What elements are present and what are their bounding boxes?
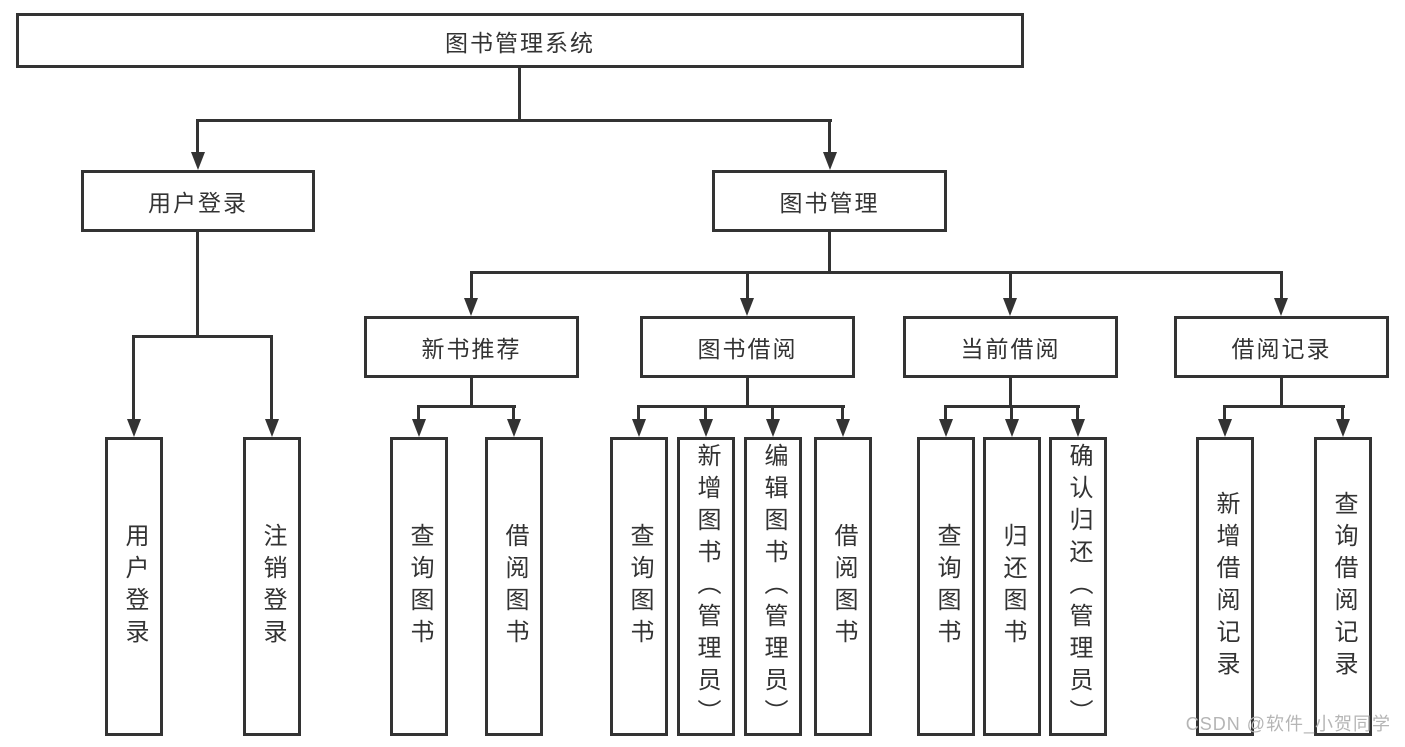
leaf-label: 借阅图书 [830,522,857,651]
leaf-query-books: 查询图书 [610,437,668,736]
connector-line [470,271,473,301]
node-label: 图书管理 [779,190,880,216]
leaf-edit-books-admin: 编辑图书（管理员） [744,437,802,736]
node-label: 图书管理系统 [445,29,595,56]
leaf-label: 查询图书 [933,522,960,651]
connector-line [746,271,749,301]
connector-line [196,119,832,122]
leaf-label: 用户登录 [121,522,148,651]
arrowhead-icon [740,298,754,316]
leaf-logout: 注销登录 [243,437,301,736]
connector-line [841,405,844,422]
leaf-label: 借阅图书 [501,522,528,651]
node-label: 用户登录 [148,190,248,216]
node-borrowing-records: 借阅记录 [1174,316,1389,378]
arrowhead-icon [464,298,478,316]
arrowhead-icon [766,419,780,437]
leaf-user-login: 用户登录 [105,437,163,736]
connector-line [1280,271,1283,301]
arrowhead-icon [699,419,713,437]
node-library-management-system: 图书管理系统 [16,13,1024,68]
arrowhead-icon [1071,419,1085,437]
node-book-borrowing: 图书借阅 [640,316,855,378]
leaf-label: 归还图书 [999,522,1026,651]
connector-line [1010,405,1013,422]
leaf-label: 新增图书（管理员） [693,442,720,731]
arrowhead-icon [823,152,837,170]
arrowhead-icon [127,419,141,437]
node-label: 借阅记录 [1231,336,1332,362]
node-label: 图书借阅 [697,336,798,362]
connector-line [1223,405,1226,422]
arrowhead-icon [1003,298,1017,316]
arrowhead-icon [265,419,279,437]
connector-line [470,378,473,407]
connector-line [132,335,135,422]
node-current-borrowing: 当前借阅 [903,316,1118,378]
leaf-label: 确认归还（管理员） [1065,442,1092,731]
connector-line [771,405,774,422]
connector-line [1280,378,1283,407]
connector-line [1009,378,1012,407]
arrowhead-icon [507,419,521,437]
connector-line [196,119,199,155]
arrowhead-icon [632,419,646,437]
connector-line [512,405,515,422]
connector-line [196,232,199,336]
arrowhead-icon [1274,298,1288,316]
node-user-login: 用户登录 [81,170,315,232]
connector-line [270,335,273,422]
leaf-label: 查询借阅记录 [1330,490,1357,683]
node-new-book-recommend: 新书推荐 [364,316,579,378]
node-label: 新书推荐 [421,336,522,362]
leaf-query-borrow-record: 查询借阅记录 [1314,437,1372,736]
connector-line [1223,405,1345,408]
leaf-query-books: 查询图书 [390,437,448,736]
connector-line [704,405,707,422]
arrowhead-icon [1218,419,1232,437]
connector-line [417,405,420,422]
leaf-label: 注销登录 [259,522,286,651]
connector-line [637,405,845,408]
connector-line [132,335,273,338]
connector-line [1341,405,1344,422]
leaf-label: 新增借阅记录 [1212,490,1239,683]
connector-line [470,271,1283,274]
leaf-borrow-books: 借阅图书 [485,437,543,736]
leaf-label: 查询图书 [406,522,433,651]
leaf-query-books: 查询图书 [917,437,975,736]
node-book-management: 图书管理 [712,170,947,232]
node-label: 当前借阅 [960,336,1061,362]
arrowhead-icon [836,419,850,437]
leaf-add-borrow-record: 新增借阅记录 [1196,437,1254,736]
leaf-confirm-return-admin: 确认归还（管理员） [1049,437,1107,736]
connector-line [828,119,831,155]
leaf-label: 查询图书 [626,522,653,651]
connector-line [1009,271,1012,301]
arrowhead-icon [1336,419,1350,437]
connector-line [417,405,516,408]
connector-line [746,378,749,407]
arrowhead-icon [191,152,205,170]
leaf-return-books: 归还图书 [983,437,1041,736]
leaf-borrow-books: 借阅图书 [814,437,872,736]
arrowhead-icon [1005,419,1019,437]
leaf-label: 编辑图书（管理员） [760,442,787,731]
arrowhead-icon [412,419,426,437]
connector-line [637,405,640,422]
connector-line [518,68,521,122]
connector-line [944,405,947,422]
watermark: CSDN @软件_小贺同学 [1185,714,1391,734]
arrowhead-icon [939,419,953,437]
connector-line [828,232,831,274]
leaf-add-books-admin: 新增图书（管理员） [677,437,735,736]
connector-line [1076,405,1079,422]
